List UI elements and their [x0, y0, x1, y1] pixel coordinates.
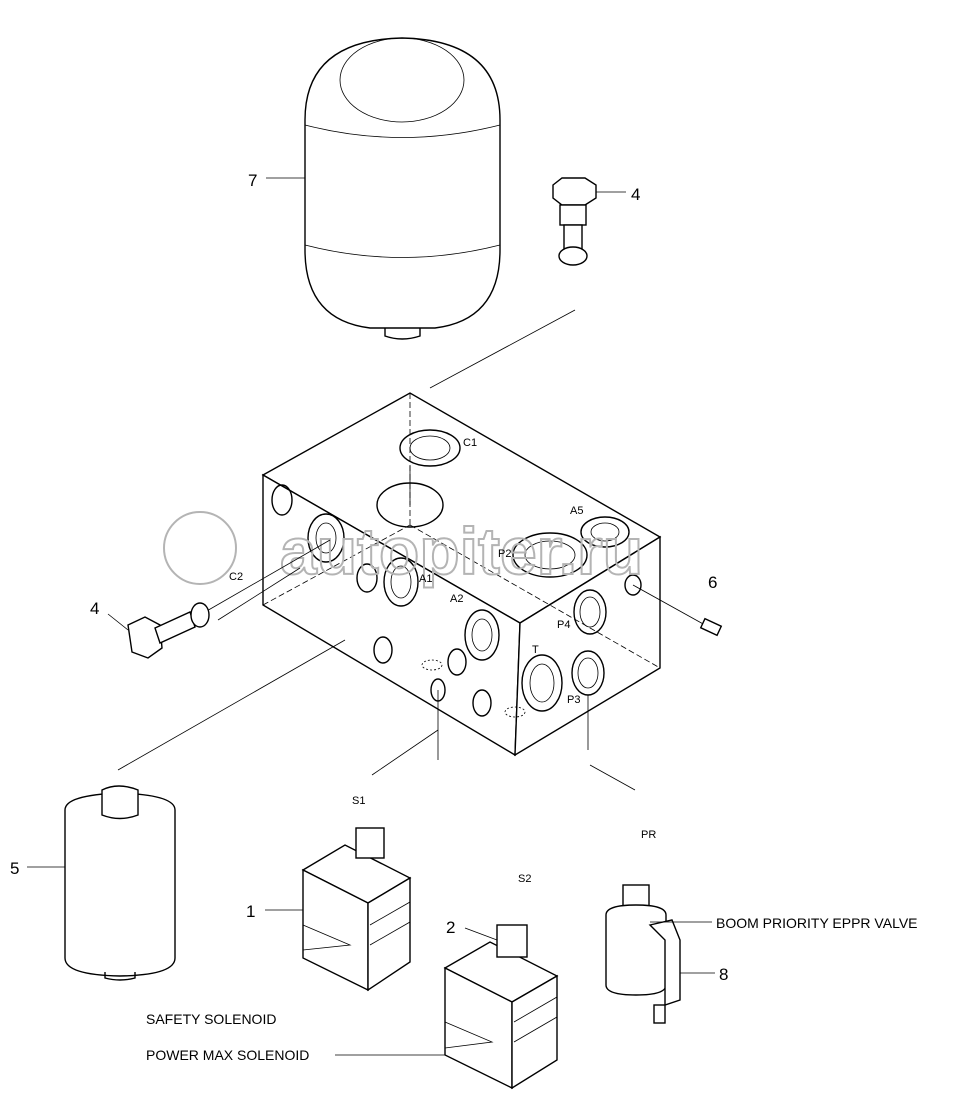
- accumulator-part-7: [304, 37, 501, 340]
- watermark: autopiter.ru: [163, 511, 644, 589]
- callout-2: 2: [446, 918, 455, 937]
- svg-text:C2: C2: [229, 571, 243, 583]
- svg-text:P3: P3: [567, 694, 580, 706]
- caption-power-max-solenoid: POWER MAX SOLENOID: [146, 1047, 309, 1063]
- caption-boom-priority-eppr-valve: BOOM PRIORITY EPPR VALVE: [716, 915, 918, 931]
- eppr-valve-part-8: [605, 884, 681, 1024]
- svg-text:P4: P4: [557, 619, 570, 631]
- port-labels: C1 C2 A1 A2 A5 P2 P3 P4 T: [229, 437, 583, 706]
- svg-text:A2: A2: [450, 593, 463, 605]
- plug-part-4-left: [127, 602, 210, 659]
- caption-safety-solenoid: SAFETY SOLENOID: [146, 1011, 276, 1027]
- plug-part-4-top: [552, 177, 597, 266]
- filter-part-5: [64, 785, 176, 981]
- svg-text:A1: A1: [419, 573, 432, 585]
- callout-5: 5: [10, 859, 19, 878]
- plug-part-6: [699, 617, 723, 637]
- svg-text:autopiter.ru: autopiter.ru: [280, 514, 643, 588]
- svg-text:A5: A5: [570, 505, 583, 517]
- tag-s1: S1: [352, 795, 365, 807]
- svg-text:P2: P2: [498, 548, 511, 560]
- svg-text:T: T: [532, 644, 539, 656]
- solenoid-part-2: [443, 924, 559, 1090]
- tag-pr: PR: [641, 829, 656, 841]
- solenoid-part-1: [301, 827, 412, 992]
- tag-s2: S2: [518, 873, 531, 885]
- callout-8: 8: [719, 965, 728, 984]
- callout-6: 6: [708, 573, 717, 592]
- svg-text:C1: C1: [463, 437, 477, 449]
- callout-4-left: 4: [90, 599, 99, 618]
- callout-7: 7: [248, 171, 257, 190]
- valve-block: [261, 392, 662, 757]
- callout-1: 1: [246, 902, 255, 921]
- callout-4-top: 4: [631, 185, 640, 204]
